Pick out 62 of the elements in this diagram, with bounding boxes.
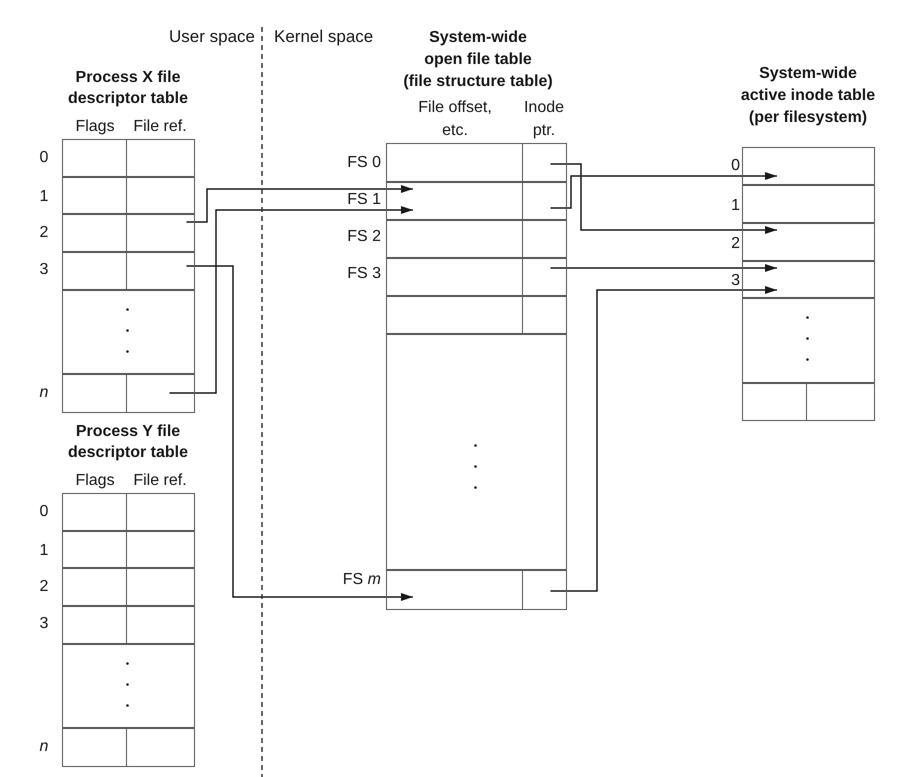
column-header: Flags <box>75 118 115 136</box>
table-row <box>62 643 194 728</box>
row-label: 0 <box>40 150 48 166</box>
region-label: User space <box>169 28 255 46</box>
row-label: FS m <box>342 572 381 588</box>
column-header: Inode ptr. <box>524 98 564 140</box>
region-label: Kernel space <box>274 28 374 46</box>
table-row <box>62 213 194 252</box>
table-title: System-wide active inode table (per filesystem) <box>740 64 876 128</box>
table-row <box>62 139 194 178</box>
row-label: 0 <box>731 158 740 174</box>
table-title: Process Y file descriptor table <box>68 422 188 463</box>
table-row <box>742 260 874 298</box>
table-row <box>742 184 874 224</box>
row-label: 1 <box>731 198 740 214</box>
table-row <box>742 382 874 420</box>
table-row <box>386 295 566 334</box>
row-label: FS 3 <box>347 266 381 282</box>
connector-arrow <box>550 172 777 209</box>
connector-arrow <box>550 264 777 272</box>
table-row <box>742 147 874 186</box>
table-row <box>62 567 194 606</box>
column-header: File ref. <box>133 118 187 136</box>
column-header: File offset, etc. <box>418 98 492 140</box>
row-label: 2 <box>40 579 48 595</box>
connector-arrow <box>186 185 413 223</box>
table-row <box>386 219 566 258</box>
column-header: File ref. <box>133 472 187 490</box>
table-row <box>386 569 566 610</box>
row-label: FS 0 <box>347 155 381 171</box>
row-label: 1 <box>40 543 48 559</box>
table-row <box>386 333 566 570</box>
column-header: Flags <box>75 472 115 490</box>
connector-arrow <box>186 265 413 601</box>
table-row <box>62 727 194 766</box>
table-row <box>386 257 566 296</box>
row-label: 2 <box>731 236 740 252</box>
row-label: 3 <box>40 262 48 278</box>
table-row <box>62 176 194 214</box>
row-label: 3 <box>40 616 48 632</box>
table-row <box>742 297 874 384</box>
row-label: 2 <box>40 225 48 241</box>
row-label: 3 <box>731 272 740 288</box>
table-row <box>62 373 194 412</box>
table-title: System-wide open file table (file structure table) <box>403 28 553 92</box>
table-row <box>62 251 194 290</box>
row-label: n <box>40 385 48 401</box>
connector-arrow <box>170 206 413 394</box>
table-row <box>62 605 194 644</box>
table-row <box>62 530 194 568</box>
row-label: FS 1 <box>347 192 381 208</box>
table-row <box>62 493 194 532</box>
row-label: 1 <box>40 189 48 205</box>
table-row <box>62 289 194 374</box>
table-row <box>386 181 566 220</box>
table-row <box>742 222 874 262</box>
row-label: 0 <box>40 504 48 520</box>
table-row <box>386 143 566 182</box>
connector-arrow <box>550 286 777 592</box>
row-label: n <box>40 739 48 755</box>
table-title: Process X file descriptor table <box>68 68 188 109</box>
row-label: FS 2 <box>347 229 381 245</box>
